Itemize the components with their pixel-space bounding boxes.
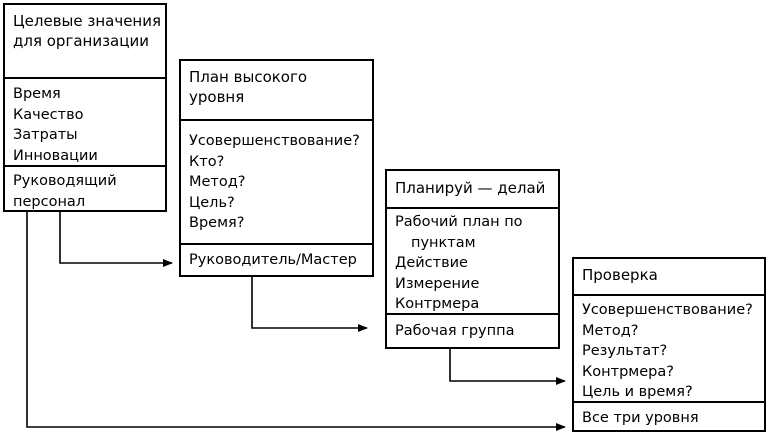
title-line: Планируй — делай <box>395 179 546 197</box>
box-footer: Руководящий персонал <box>5 165 165 216</box>
arrow-do-to-check <box>449 348 566 385</box>
footer-line: Рабочая группа <box>395 323 515 339</box>
arrow-leadership-to-check <box>26 212 566 431</box>
list-item: Контрмера <box>395 296 480 312</box>
box-title: Целевые значения для организации <box>5 5 165 77</box>
list-item: Рабочий план по <box>395 214 523 230</box>
title-line: Целевые значения <box>13 12 162 30</box>
footer-line: Все три уровня <box>582 410 699 426</box>
list-item: Инновации <box>13 147 98 164</box>
footer-line: персонал <box>13 193 86 210</box>
box-items: Время Качество Затраты Инновации <box>5 77 165 165</box>
box-high-level-plan: План высокого уровня Усовершенствование?… <box>179 59 374 277</box>
title-line: План высокого <box>189 68 308 86</box>
list-item: Результат? <box>582 343 668 359</box>
list-item: Цель? <box>189 194 235 211</box>
list-item: Действие <box>395 255 468 271</box>
list-item: Цель и время? <box>582 384 693 400</box>
list-item: Затраты <box>13 127 78 143</box>
box-check: Проверка Усовершенствование? Метод? Резу… <box>572 257 766 432</box>
box-footer: Все три уровня <box>574 401 764 433</box>
box-items: Рабочий план по пунктам Действие Измерен… <box>387 207 558 313</box>
list-item: Качество <box>13 106 84 123</box>
title-line: уровня <box>189 88 245 106</box>
list-item: Усовершенствование? <box>189 133 360 149</box>
list-item: пунктам <box>411 234 476 251</box>
list-item: Время <box>13 86 61 102</box>
footer-line: Руководящий <box>13 173 117 189</box>
box-organization-targets: Целевые значения для организации Время К… <box>3 3 167 212</box>
box-title: Проверка <box>574 259 764 294</box>
list-item: Усовершенствование? <box>582 302 753 318</box>
list-item: Кто? <box>189 153 225 170</box>
list-item: Измерение <box>395 275 480 292</box>
arrow-plan-to-do <box>251 276 368 332</box>
box-footer: Руководитель/Мастер <box>181 243 372 275</box>
arrow-goals-to-plan <box>59 212 173 267</box>
list-item: Метод? <box>189 174 246 190</box>
list-item: Время? <box>189 215 245 231</box>
list-item: Метод? <box>582 322 639 339</box>
box-items: Усовершенствование? Метод? Результат? Ко… <box>574 294 764 401</box>
title-line: Проверка <box>582 266 658 284</box>
box-items: Усовершенствование? Кто? Метод? Цель? Вр… <box>181 119 372 243</box>
box-plan-do: Планируй — делай Рабочий план по пунктам… <box>385 169 560 349</box>
footer-line: Руководитель/Мастер <box>189 252 357 268</box>
title-line: для организации <box>13 32 149 50</box>
box-title: План высокого уровня <box>181 61 372 119</box>
box-footer: Рабочая группа <box>387 313 558 346</box>
box-title: Планируй — делай <box>387 171 558 207</box>
list-item: Контрмера? <box>582 363 674 380</box>
